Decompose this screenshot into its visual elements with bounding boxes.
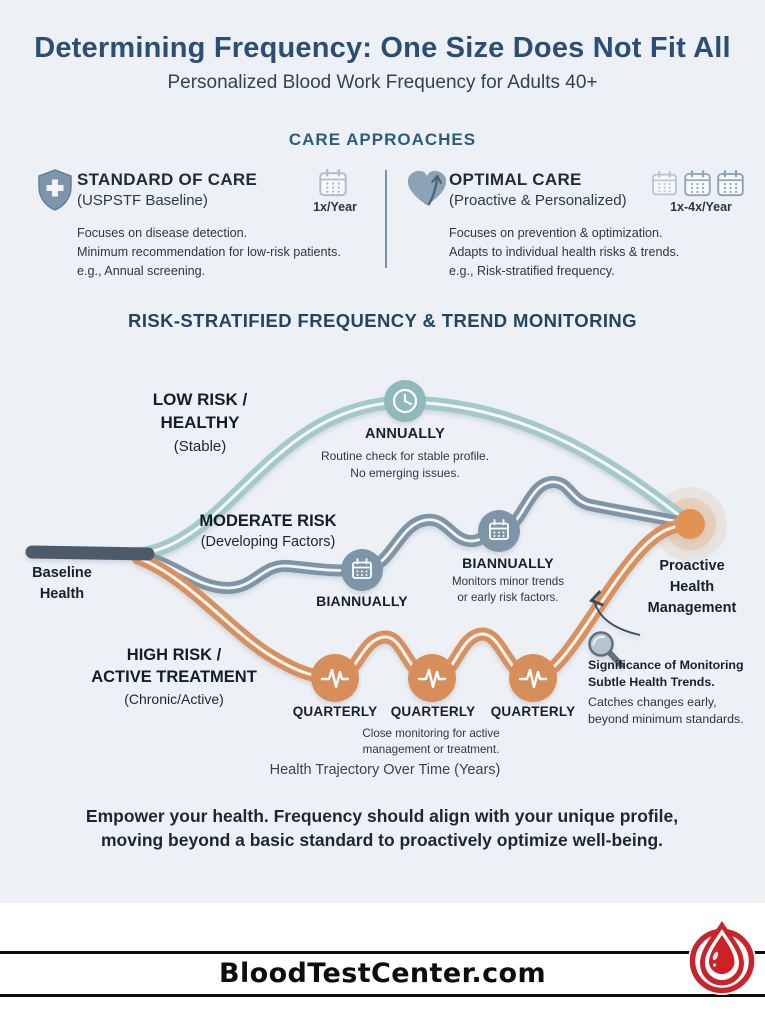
clock-icon (392, 388, 418, 414)
low-risk-label-line1: LOW RISK / (152, 390, 248, 409)
quarterly-node-1 (311, 654, 359, 702)
biannual-node-2 (478, 510, 520, 552)
desc-line: No emerging issues. (350, 465, 460, 480)
quarterly-label-3: QUARTERLY (490, 704, 576, 719)
label-line: Baseline (32, 565, 92, 581)
desc-line: Minimum recommendation for low-risk pati… (77, 245, 341, 259)
blood-drop-icon (683, 918, 761, 998)
note-line: Catches changes early, (588, 695, 717, 709)
quarterly-label-2: QUARTERLY (390, 704, 476, 719)
label-line: Management (647, 600, 737, 616)
optimal-frequency-label: 1x-4x/Year (670, 200, 732, 214)
desc-line: or early risk factors. (457, 590, 559, 604)
note-bold-line: Subtle Health Trends. (588, 675, 715, 689)
ecg-pulse-icon (417, 668, 447, 689)
calendar-icon (352, 558, 372, 579)
desc-line: Monitors minor trends (451, 575, 565, 588)
optimal-care-subtitle: (Proactive & Personalized) (449, 192, 627, 209)
message-line-2: moving beyond a basic standard to proact… (100, 830, 664, 850)
shield-cross-icon (35, 168, 75, 212)
note-bold-line: Significance of Monitoring (588, 658, 744, 672)
footer-rule-bottom (0, 994, 765, 997)
ecg-pulse-icon (320, 668, 350, 689)
column-divider (385, 170, 387, 268)
label-line: Proactive (659, 558, 725, 574)
heart-arrow-icon (405, 168, 449, 210)
calendar-icon (716, 169, 745, 198)
footer-rule-top (0, 951, 765, 954)
risk-section-heading: RISK-STRATIFIED FREQUENCY & TREND MONITO… (128, 310, 637, 331)
label-line: Health (39, 586, 85, 602)
page-title: Determining Frequency: One Size Does Not… (34, 32, 731, 64)
optimal-care-desc: Focuses on prevention & optimization. Ad… (449, 224, 749, 281)
desc-line: e.g., Annual screening. (77, 264, 206, 278)
standard-care-title: STANDARD OF CARE (77, 170, 258, 189)
baseline-stem (25, 545, 155, 561)
desc-line: Adapts to individual health risks & tren… (449, 245, 680, 259)
ecg-pulse-icon (518, 668, 548, 689)
moderate-risk-sublabel: (Developing Factors) (200, 534, 336, 550)
calendar-icon (683, 169, 712, 198)
biannual-node-1 (341, 549, 383, 591)
high-risk-label-line1: HIGH RISK / (126, 646, 222, 664)
high-risk-sublabel: (Chronic/Active) (124, 691, 224, 707)
magnifier-icon (588, 631, 624, 668)
optimal-care-title: OPTIMAL CARE (449, 170, 582, 189)
brand-text: BloodTestCenter.com (219, 958, 546, 989)
low-risk-sublabel: (Stable) (173, 438, 227, 455)
biannually-label-1: BIANNUALLY (316, 593, 408, 609)
quarterly-label-1: QUARTERLY (292, 704, 378, 719)
annually-label: ANNUALLY (364, 426, 446, 442)
trajectory-paths (25, 380, 727, 702)
baseline-health-label: Baseline Health (32, 563, 92, 605)
low-risk-label-line2: HEALTHY (160, 413, 240, 432)
desc-line: Focuses on disease detection. (77, 226, 248, 240)
biannually-label-2: BIANNUALLY (462, 555, 554, 571)
annotation-arrow (594, 600, 641, 636)
moderate-risk-label: MODERATE RISK (199, 512, 337, 530)
quarterly-node-3 (509, 654, 557, 702)
message-line-1: Empower your health. Frequency should al… (85, 806, 679, 826)
calendar-icon (318, 168, 348, 198)
desc-line: Routine check for stable profile. (320, 449, 490, 463)
annually-desc: Routine check for stable profile. No eme… (321, 448, 489, 481)
desc-line: management or treatment. (362, 742, 500, 756)
high-risk-label-line2: ACTIVE TREATMENT (91, 668, 257, 686)
trajectory-diagram: LOW RISK / HEALTHY (Stable) ANNUALLY Rou… (0, 360, 765, 792)
care-approaches-heading: CARE APPROACHES (288, 130, 477, 149)
biannually-desc: Monitors minor trends or early risk fact… (452, 574, 564, 605)
standard-care-subtitle: (USPSTF Baseline) (77, 192, 208, 209)
page-subtitle: Personalized Blood Work Frequency for Ad… (167, 72, 598, 93)
proactive-management-label: Proactive Health Management (648, 556, 737, 619)
desc-line: e.g., Risk-stratified frequency. (449, 264, 615, 278)
axis-label: Health Trajectory Over Time (Years) (269, 762, 501, 778)
calendar-icon (489, 519, 509, 540)
annual-node (384, 380, 426, 422)
note-line: beyond minimum standards. (588, 712, 744, 726)
footer-band (0, 903, 765, 1024)
quarterly-desc: Close monitoring for active management o… (362, 726, 499, 757)
label-line: Health (669, 579, 715, 595)
convergence-node (675, 509, 705, 539)
moderate-risk-path (132, 475, 696, 595)
quarterly-node-2 (408, 654, 456, 702)
desc-line: Close monitoring for active (362, 727, 500, 740)
desc-line: Focuses on prevention & optimization. (449, 226, 663, 240)
standard-care-desc: Focuses on disease detection. Minimum re… (77, 224, 377, 281)
calendar-icon (651, 170, 678, 197)
standard-frequency-label: 1x/Year (313, 200, 357, 214)
monitoring-note: Significance of Monitoring Subtle Health… (588, 657, 758, 728)
